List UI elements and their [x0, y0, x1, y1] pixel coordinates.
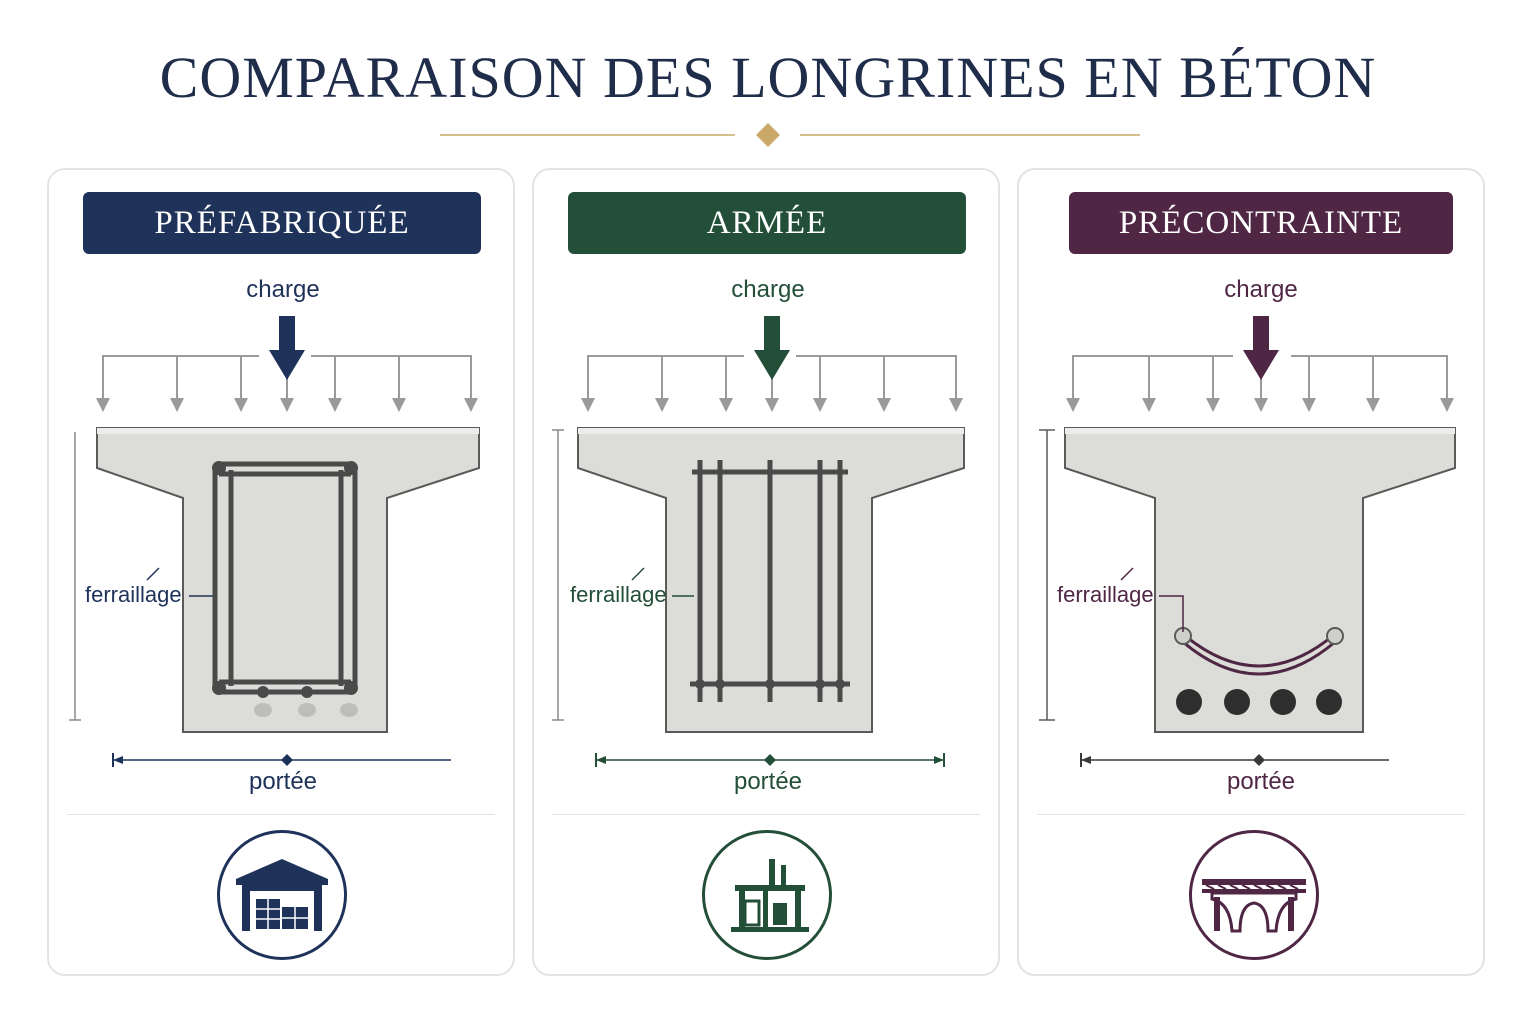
charge-label: charge — [731, 276, 805, 303]
panel-armee: ARMÉE charge — [532, 168, 1000, 976]
portee-label: portée — [1226, 768, 1296, 795]
panel-title-armee: ARMÉE — [568, 192, 966, 254]
beam-diagram-precontrainte — [1039, 316, 1456, 767]
panel-separator — [552, 814, 980, 815]
ferraillage-label: ferraillage — [1057, 582, 1154, 607]
panel-prefabriquee: PRÉFABRIQUÉE charge — [47, 168, 515, 976]
panel-separator — [67, 814, 495, 815]
charge-label: charge — [1224, 276, 1298, 303]
construction-site-icon — [702, 830, 832, 960]
panel-precontrainte: PRÉCONTRAINTE charge — [1017, 168, 1485, 976]
portee-label: portée — [733, 768, 803, 795]
panel-title-precontrainte: PRÉCONTRAINTE — [1069, 192, 1453, 254]
ferraillage-label: ferraillage — [85, 582, 182, 607]
bridge-icon — [1189, 830, 1319, 960]
portee-label: portée — [248, 768, 318, 795]
panel-separator — [1037, 814, 1465, 815]
page-title: COMPARAISON DES LONGRINES EN BÉTON — [159, 45, 1377, 110]
charge-label: charge — [246, 276, 320, 303]
ferraillage-label: ferraillage — [570, 582, 667, 607]
title-divider — [440, 123, 1140, 147]
panel-title-prefabriquee: PRÉFABRIQUÉE — [83, 192, 481, 254]
beam-diagram-prefabriquee — [69, 316, 480, 767]
warehouse-icon — [217, 830, 347, 960]
beam-diagram-armee — [552, 316, 965, 767]
